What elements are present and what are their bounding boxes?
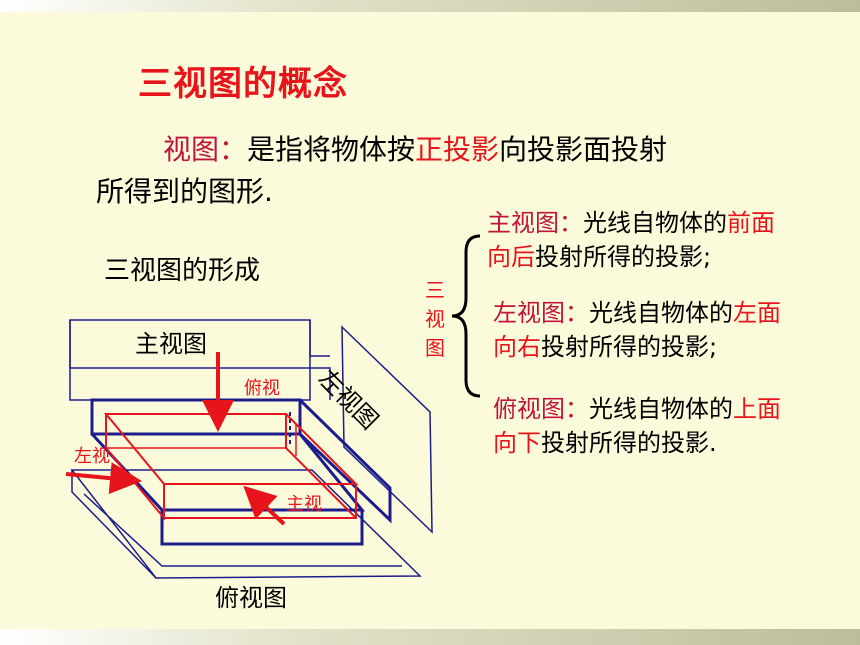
top-decor-bar	[0, 0, 860, 12]
left-projection	[298, 398, 392, 524]
definition-line-2: 所得到的图形.	[96, 175, 273, 208]
front-view-text-b: 投射所得的投影;	[535, 243, 712, 271]
left-view-description: 左视图：光线自物体的左面 向右投射所得的投影;	[493, 296, 781, 364]
top-view-line-1: 俯视图：光线自物体的上面	[493, 392, 781, 426]
left-arrow-label: 左视	[74, 446, 110, 467]
left-view-line-1: 左视图：光线自物体的左面	[493, 296, 781, 330]
projection-bottom	[160, 510, 364, 546]
front-view-highlight-a: 前面	[727, 209, 775, 237]
left-view-name: 左视图：	[493, 299, 589, 327]
box-top-face	[103, 413, 359, 485]
brace-label-char-3: 图	[425, 336, 445, 360]
front-view-text-a: 光线自物体的	[583, 209, 727, 237]
top-plane-edge	[71, 470, 157, 579]
definition-line-1: 视图：是指将物体按正投影向投影面投射	[163, 128, 667, 168]
top-view-line-2: 向下投射所得的投影.	[493, 426, 781, 460]
brace-label-char-1: 三	[425, 278, 445, 302]
front-view-line-2: 向后投射所得的投影;	[487, 240, 775, 274]
front-view-description: 主视图：光线自物体的前面 向后投射所得的投影;	[487, 206, 775, 274]
front-view-line-1: 主视图：光线自物体的前面	[487, 206, 775, 240]
definition-text-a: 是指将物体按	[247, 133, 416, 166]
left-view-line-2: 向右投射所得的投影;	[493, 330, 781, 364]
definition-term: 视图：	[163, 133, 248, 166]
front-projection	[90, 398, 302, 436]
left-view-arrow	[65, 462, 142, 495]
definition-highlight: 正投影	[415, 133, 500, 166]
top-view-name: 俯视图：	[493, 395, 589, 423]
front-view-name: 主视图：	[487, 209, 583, 237]
slide-title: 三视图的概念	[138, 64, 348, 104]
top-plane-label: 俯视图	[215, 584, 287, 612]
top-plane-inner	[83, 493, 402, 567]
front-plane-label: 主视图	[135, 330, 207, 358]
top-view-text-b: 投射所得的投影.	[541, 429, 717, 457]
brace-label-char-2: 视	[425, 307, 445, 331]
front-plane-side	[309, 320, 330, 357]
front-view-arrow	[243, 485, 286, 526]
top-view-highlight-b: 向下	[493, 429, 541, 457]
front-view-highlight-b: 向后	[487, 243, 535, 271]
top-arrow-label: 俯视	[244, 378, 280, 399]
curly-brace	[451, 234, 481, 398]
top-view-text-a: 光线自物体的	[589, 395, 733, 423]
left-view-text-a: 光线自物体的	[589, 299, 733, 327]
front-plane	[69, 320, 331, 400]
left-view-highlight-b: 向右	[493, 333, 541, 361]
formation-heading: 三视图的形成	[104, 256, 261, 286]
left-view-text-b: 投射所得的投影;	[541, 333, 718, 361]
left-plane	[341, 325, 433, 534]
left-view-highlight-a: 左面	[733, 299, 781, 327]
top-plane	[70, 469, 422, 579]
front-arrow-label: 主视	[286, 494, 322, 515]
bottom-decor-bar	[0, 629, 860, 645]
top-view-description: 俯视图：光线自物体的上面 向下投射所得的投影.	[493, 392, 781, 460]
definition-text-b: 向投影面投射	[499, 133, 668, 166]
top-view-highlight-a: 上面	[733, 395, 781, 423]
